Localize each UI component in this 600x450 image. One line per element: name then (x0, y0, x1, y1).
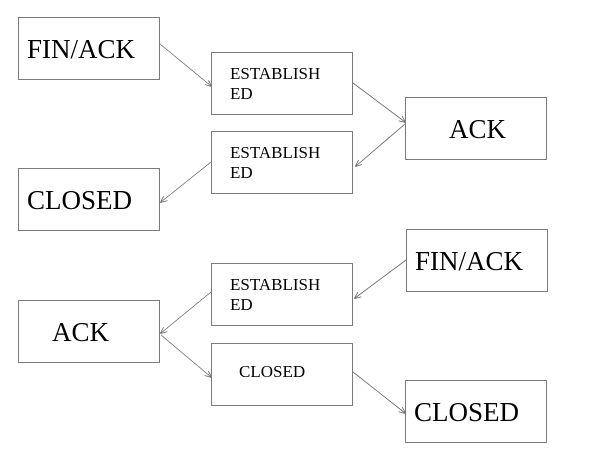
state-label: CLOSED (239, 362, 306, 381)
state-label: CLOSED (27, 185, 133, 215)
arrow-ack-to-closed-bottom (160, 334, 211, 377)
arrow-ack-to-established (356, 123, 406, 166)
arrow-established-to-ack-bottom (161, 291, 212, 333)
state-box-closed-top: CLOSED (18, 168, 160, 231)
state-label: FIN/ACK (27, 34, 136, 64)
state-box-established-bottom: ESTABLISH ED (211, 263, 353, 326)
state-label: CLOSED (414, 397, 520, 427)
arrow-established-to-closed (161, 161, 212, 202)
state-box-finack-bottom: FIN/ACK (406, 229, 548, 292)
state-box-finack-top: FIN/ACK (18, 17, 160, 80)
state-label: ACK (449, 114, 507, 144)
state-box-ack-bottom: ACK (18, 300, 160, 363)
arrow-established-to-ack (352, 82, 405, 122)
state-box-closed-bottom-right: CLOSED (405, 380, 547, 443)
state-label: ESTABLISH ED (230, 143, 321, 182)
state-label: ESTABLISH ED (230, 64, 321, 103)
state-label: ESTABLISH ED (230, 275, 321, 314)
state-box-established-top-lower: ESTABLISH ED (211, 131, 353, 194)
state-box-established-top-upper: ESTABLISH ED (211, 52, 353, 115)
arrow-finack-to-established-bottom (355, 259, 407, 298)
state-label: ACK (52, 317, 110, 347)
state-box-closed-bottom-middle: CLOSED (211, 343, 353, 406)
arrow-closed-to-closed-bottom (352, 371, 405, 413)
state-box-ack-top: ACK (405, 97, 547, 160)
state-label: FIN/ACK (415, 246, 524, 276)
arrow-finack-to-established (159, 43, 211, 86)
